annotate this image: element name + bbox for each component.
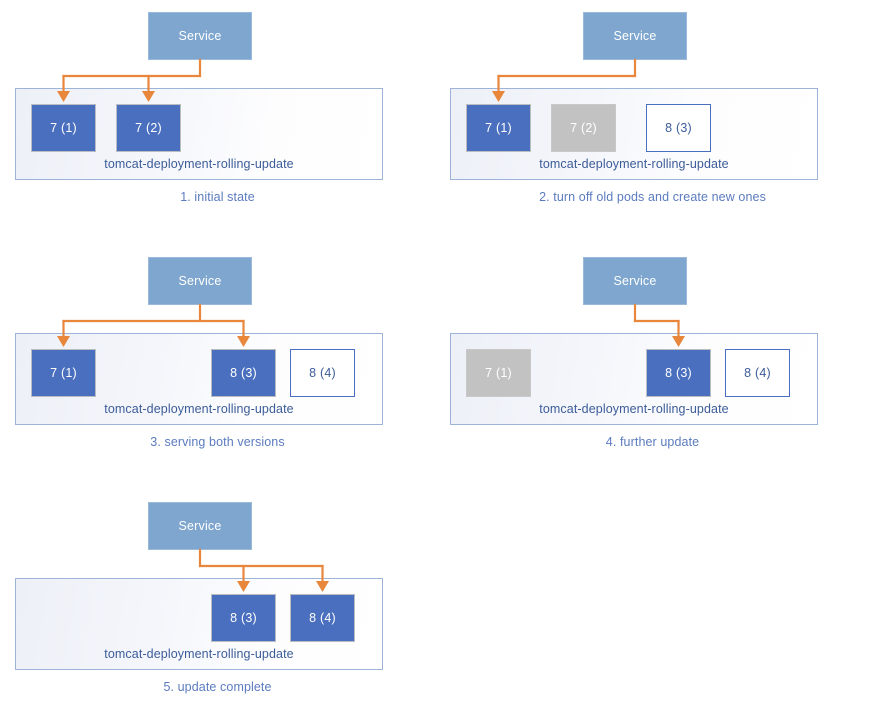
service-box[interactable]: Service bbox=[148, 502, 252, 550]
pod-terminating[interactable]: 7 (1) bbox=[466, 349, 531, 397]
panel-3: tomcat-deployment-rolling-update 7 (1) 8 (… bbox=[0, 245, 435, 471]
panel-caption: 2. turn off old pods and create new ones bbox=[539, 190, 766, 204]
pod-terminating[interactable]: 7 (2) bbox=[551, 104, 616, 152]
pod-running[interactable]: 7 (1) bbox=[31, 349, 96, 397]
deployment-name-label: tomcat-deployment-rolling-update bbox=[104, 157, 294, 171]
pod-pending[interactable]: 8 (4) bbox=[290, 349, 355, 397]
panel-1: tomcat-deployment-rolling-update 7 (1) 7 (… bbox=[0, 0, 435, 226]
panel-caption: 3. serving both versions bbox=[150, 435, 285, 449]
service-box[interactable]: Service bbox=[148, 12, 252, 60]
pod-running[interactable]: 7 (2) bbox=[116, 104, 181, 152]
service-box[interactable]: Service bbox=[583, 12, 687, 60]
deployment-name-label: tomcat-deployment-rolling-update bbox=[539, 402, 729, 416]
pod-pending[interactable]: 8 (4) bbox=[725, 349, 790, 397]
pod-running[interactable]: 8 (3) bbox=[211, 349, 276, 397]
pod-running[interactable]: 8 (3) bbox=[646, 349, 711, 397]
panel-caption: 5. update complete bbox=[163, 680, 272, 694]
panel-2: tomcat-deployment-rolling-update 7 (1) 7 (… bbox=[435, 0, 870, 226]
deployment-name-label: tomcat-deployment-rolling-update bbox=[539, 157, 729, 171]
panel-4: tomcat-deployment-rolling-update 7 (1) 8 (… bbox=[435, 245, 870, 471]
service-box[interactable]: Service bbox=[583, 257, 687, 305]
deployment-name-label: tomcat-deployment-rolling-update bbox=[104, 402, 294, 416]
pod-running[interactable]: 7 (1) bbox=[466, 104, 531, 152]
pod-pending[interactable]: 8 (3) bbox=[646, 104, 711, 152]
pod-running[interactable]: 8 (4) bbox=[290, 594, 355, 642]
panel-caption: 1. initial state bbox=[180, 190, 255, 204]
deployment-name-label: tomcat-deployment-rolling-update bbox=[104, 647, 294, 661]
panel-caption: 4. further update bbox=[605, 435, 700, 449]
panel-5: tomcat-deployment-rolling-update 8 (3) 8 (… bbox=[0, 490, 435, 716]
pod-running[interactable]: 7 (1) bbox=[31, 104, 96, 152]
pod-running[interactable]: 8 (3) bbox=[211, 594, 276, 642]
service-box[interactable]: Service bbox=[148, 257, 252, 305]
